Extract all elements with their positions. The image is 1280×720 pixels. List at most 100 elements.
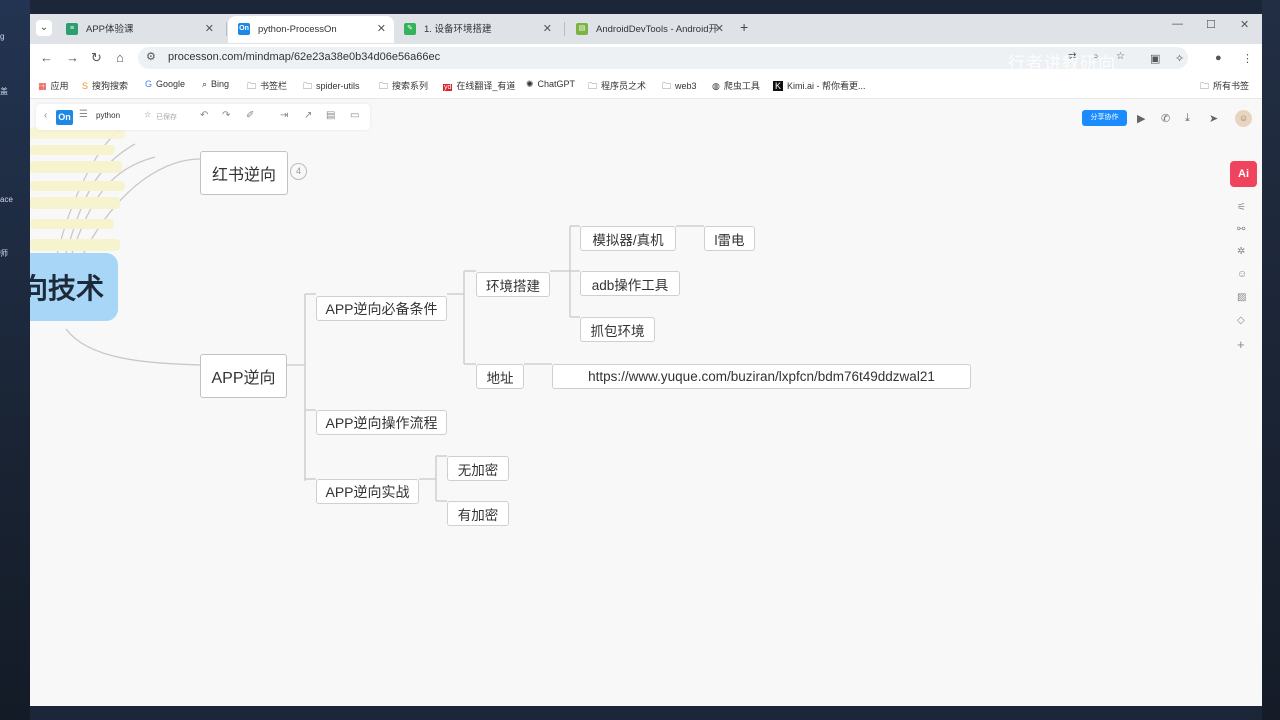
undo-icon[interactable]: ↶: [200, 110, 209, 121]
bookmark-folder[interactable]: 🗀程序员之术: [588, 79, 646, 95]
star-icon[interactable]: ☆: [144, 110, 152, 119]
redo-icon[interactable]: ↷: [222, 110, 231, 121]
topic-hongshu-reverse[interactable]: 红书逆向: [200, 151, 288, 195]
topic-capture-env[interactable]: 抓包环境: [580, 317, 655, 342]
topic-url-link[interactable]: https://www.yuque.com/buziran/lxpfcn/bdm…: [552, 364, 971, 389]
save-status: 已保存: [156, 114, 177, 121]
close-window-button[interactable]: ✕: [1240, 19, 1250, 31]
summary-icon[interactable]: ▤: [326, 110, 336, 121]
close-icon[interactable]: ✕: [714, 23, 724, 35]
desktop-label: ace: [0, 195, 13, 204]
folder-icon: 🗀: [662, 81, 672, 91]
tab-device-setup[interactable]: ✎ 1. 设备环境搭建 ✕: [394, 16, 560, 43]
connector-icon[interactable]: ↗: [304, 110, 313, 121]
present-icon[interactable]: ▶: [1137, 113, 1146, 125]
topic-practice[interactable]: APP逆向实战: [316, 479, 419, 504]
chevron-left-icon[interactable]: ‹: [44, 110, 48, 121]
bookmark-label: 所有书签: [1213, 81, 1250, 91]
processon-logo[interactable]: On: [56, 110, 73, 125]
address-bar[interactable]: ⚙ processon.com/mindmap/62e23a38e0b34d06…: [138, 47, 1188, 69]
style-settings-icon[interactable]: ⚟: [1237, 202, 1246, 213]
bookmark-label: 书签栏: [260, 81, 288, 91]
translate-icon[interactable]: ⇄: [1068, 51, 1077, 62]
tab-title: 1. 设备环境搭建: [424, 24, 492, 35]
mindmap-canvas[interactable]: ‹ On ☰ python ☆ 已保存 ↶ ↷ ✐ ⇥ ↗ ▤ ▭ 分享协作 ▶…: [30, 99, 1262, 706]
home-icon[interactable]: ⌂: [116, 50, 124, 65]
forward-arrow-icon[interactable]: →: [66, 50, 79, 65]
bookmark-label: Bing: [211, 79, 230, 89]
image-icon[interactable]: ▨: [1237, 292, 1247, 303]
topic-has-encryption[interactable]: 有加密: [447, 501, 509, 526]
reload-icon[interactable]: ↻: [91, 50, 102, 65]
phone-icon[interactable]: ✆: [1161, 113, 1171, 125]
tag-icon[interactable]: ◇: [1237, 315, 1245, 326]
topic-emulator[interactable]: 模拟器/真机: [580, 226, 676, 251]
bookmark-chatgpt[interactable]: ✺ChatGPT: [526, 79, 575, 90]
tab-android-devtools[interactable]: ▤ AndroidDevTools - Android开 ✕: [566, 16, 732, 43]
folder-icon: 🗀: [588, 81, 598, 91]
topic-no-encryption[interactable]: 无加密: [447, 456, 509, 481]
bookmark-bing[interactable]: ⌕Bing: [202, 79, 229, 90]
theme-icon[interactable]: ✲: [1237, 246, 1246, 257]
topic-workflow[interactable]: APP逆向操作流程: [316, 410, 447, 435]
maximize-button[interactable]: ☐: [1206, 19, 1216, 31]
apps-grid-icon: ▦: [38, 81, 47, 91]
tab-app-course[interactable]: ≡ APP体验课 ✕: [56, 16, 222, 43]
new-tab-button[interactable]: +: [740, 19, 749, 35]
topic-leidian[interactable]: l雷电: [704, 226, 755, 251]
tab-processon[interactable]: On python-ProcessOn ✕: [228, 16, 394, 43]
structure-icon[interactable]: ⚯: [1237, 224, 1246, 235]
star-icon[interactable]: ☆: [1116, 51, 1125, 62]
bookmark-folder[interactable]: 🗀书签栏: [247, 79, 287, 95]
topic-prerequisites[interactable]: APP逆向必备条件: [316, 296, 447, 321]
close-icon[interactable]: ✕: [542, 23, 552, 35]
insert-topic-icon[interactable]: ⇥: [280, 110, 289, 121]
download-icon[interactable]: ⤓: [1185, 112, 1190, 124]
editor-toolbar: ‹ On ☰ python ☆ 已保存 ↶ ↷ ✐ ⇥ ↗ ▤ ▭: [36, 104, 370, 130]
topic-app-reverse[interactable]: APP逆向: [200, 354, 287, 398]
extensions-puzzle-icon[interactable]: ✧: [1175, 53, 1185, 65]
send-icon[interactable]: ➤: [1209, 113, 1219, 125]
bookmark-folder[interactable]: 🗀web3: [662, 79, 697, 95]
add-icon[interactable]: +: [1237, 337, 1245, 352]
document-name[interactable]: python: [96, 111, 121, 120]
folder-icon: 🗀: [379, 81, 389, 91]
extension-icon[interactable]: ▣: [1150, 53, 1161, 65]
bookmark-label: 搜狗搜索: [92, 81, 129, 91]
topic-address[interactable]: 地址: [476, 364, 524, 389]
tab-search-button[interactable]: ⌄: [36, 20, 52, 36]
folder-icon: 🗀: [303, 81, 313, 91]
topic-adb-tools[interactable]: adb操作工具: [580, 271, 680, 296]
ai-assistant-button[interactable]: Ai: [1230, 161, 1257, 187]
bookmark-apps[interactable]: ▦应用: [38, 79, 69, 92]
topic-env-setup[interactable]: 环境搭建: [476, 272, 550, 297]
zoom-icon[interactable]: ⌕: [1093, 51, 1099, 62]
collapsed-count-badge[interactable]: 4: [290, 163, 307, 180]
bookmark-folder[interactable]: 🗀搜索系列: [379, 79, 428, 95]
bookmark-all[interactable]: 🗀所有书签: [1200, 79, 1249, 95]
frame-icon[interactable]: ▭: [350, 110, 360, 121]
close-icon[interactable]: ✕: [376, 23, 386, 35]
tab-title: APP体验课: [86, 24, 134, 35]
site-info-icon[interactable]: ⚙: [146, 51, 156, 63]
format-painter-icon[interactable]: ✐: [246, 110, 255, 121]
root-topic[interactable]: 向技术: [30, 253, 118, 321]
avatar[interactable]: ☺: [1235, 110, 1252, 127]
minimize-button[interactable]: —: [1172, 18, 1183, 30]
close-icon[interactable]: ✕: [204, 23, 214, 35]
share-collab-button[interactable]: 分享协作: [1082, 110, 1127, 126]
address-url: processon.com/mindmap/62e23a38e0b34d06e5…: [168, 51, 441, 63]
bookmark-label: 爬虫工具: [723, 81, 760, 91]
profile-icon[interactable]: ●: [1215, 52, 1222, 64]
bookmark-folder[interactable]: 🗀spider-utils: [303, 79, 360, 95]
folder-icon: 🗀: [247, 81, 257, 91]
bookmark-crawler-tools[interactable]: ◍爬虫工具: [712, 79, 760, 92]
emoji-icon[interactable]: ☺: [1237, 269, 1248, 280]
menu-icon[interactable]: ☰: [79, 109, 88, 120]
back-arrow-icon[interactable]: ←: [40, 50, 53, 65]
menu-dots-icon[interactable]: ⋮: [1242, 53, 1253, 65]
